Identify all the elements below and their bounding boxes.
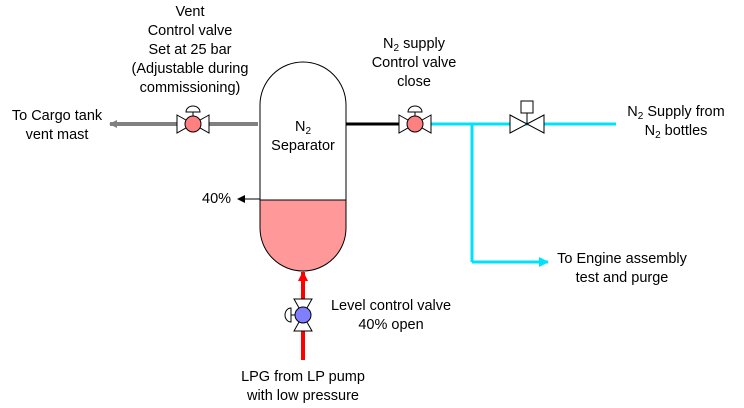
control-valve-icon[interactable]: [398, 105, 432, 134]
control-valve-icon[interactable]: [176, 105, 210, 134]
lpg-source-label: LPG from LP pump with low pressure: [241, 369, 365, 404]
separator-vessel: [259, 61, 347, 272]
control-valve-icon[interactable]: [284, 298, 313, 332]
level-mark-label: 40%: [202, 191, 232, 207]
n2-supply-valve-label: N2 supply Control valve close: [371, 36, 457, 90]
level-control-valve-label: Level control valve 40% open: [330, 298, 452, 333]
vent-valve-label: Vent Control valve Set at 25 bar (Adjust…: [131, 4, 249, 96]
engine-label: To Engine assembly test and purge: [557, 251, 687, 286]
separator-liquid: [260, 200, 346, 271]
manual-valve-icon[interactable]: [509, 100, 545, 134]
cargo-tank-label: To Cargo tank vent mast: [11, 108, 103, 143]
n2-supply-from-label: N2 Supply from N2 bottles: [627, 104, 725, 141]
separator-label: N2 Separator: [271, 119, 335, 154]
